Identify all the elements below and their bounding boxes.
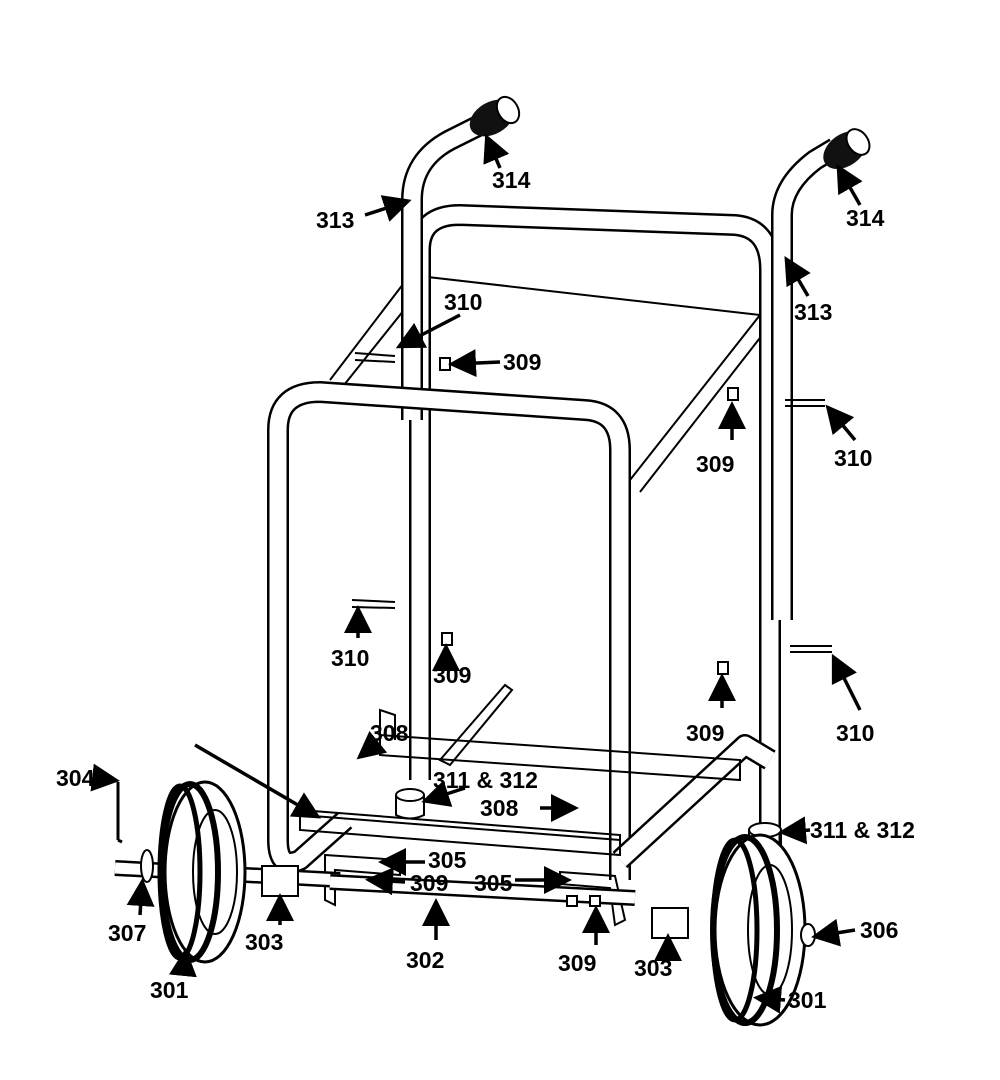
label-wheel-left: 301 bbox=[150, 977, 189, 1003]
label-nut-upper-left: 309 bbox=[503, 349, 541, 375]
label-grip-right: 314 bbox=[846, 205, 885, 231]
label-bolt-lower-right: 310 bbox=[836, 720, 874, 746]
grip-left bbox=[469, 95, 521, 137]
label-nut-lower-right: 309 bbox=[686, 720, 724, 746]
label-bolt-lower-left: 310 bbox=[331, 645, 369, 671]
callout-arrows bbox=[90, 133, 863, 1014]
label-bolt-upper-right: 310 bbox=[834, 445, 872, 471]
label-nut-upper-right: 309 bbox=[696, 451, 734, 477]
wheel-left bbox=[157, 780, 247, 964]
label-axle: 302 bbox=[406, 947, 444, 973]
label-wheel-right: 301 bbox=[788, 987, 827, 1013]
label-washer: 307 bbox=[108, 920, 146, 946]
label-handle-left: 313 bbox=[316, 207, 354, 233]
label-bolt-base-left: 308 bbox=[370, 720, 409, 746]
label-nut-bracket-left: 309 bbox=[410, 870, 448, 896]
label-bolt-base-right: 308 bbox=[480, 795, 519, 821]
label-spacer-right: 303 bbox=[634, 955, 672, 981]
label-bracket-right: 305 bbox=[474, 870, 513, 896]
label-nut-bracket-right: 309 bbox=[558, 950, 596, 976]
label-nut-lower-left: 309 bbox=[433, 662, 471, 688]
grip-right bbox=[823, 128, 871, 170]
label-spacer-left: 303 bbox=[245, 929, 283, 955]
label-handle-right: 313 bbox=[794, 299, 832, 325]
label-bolt-upper-left: 310 bbox=[444, 289, 482, 315]
label-pin: 304 bbox=[56, 765, 95, 791]
label-foot-center: 311 & 312 bbox=[433, 767, 538, 793]
label-bracket-left: 305 bbox=[428, 847, 467, 873]
callout-labels: 314 314 313 313 310 309 309 310 310 309 … bbox=[56, 167, 915, 1013]
cart-frame bbox=[114, 95, 871, 1027]
label-foot-right: 311 & 312 bbox=[810, 817, 915, 843]
label-grip-left: 314 bbox=[492, 167, 531, 193]
label-cap: 306 bbox=[860, 917, 898, 943]
